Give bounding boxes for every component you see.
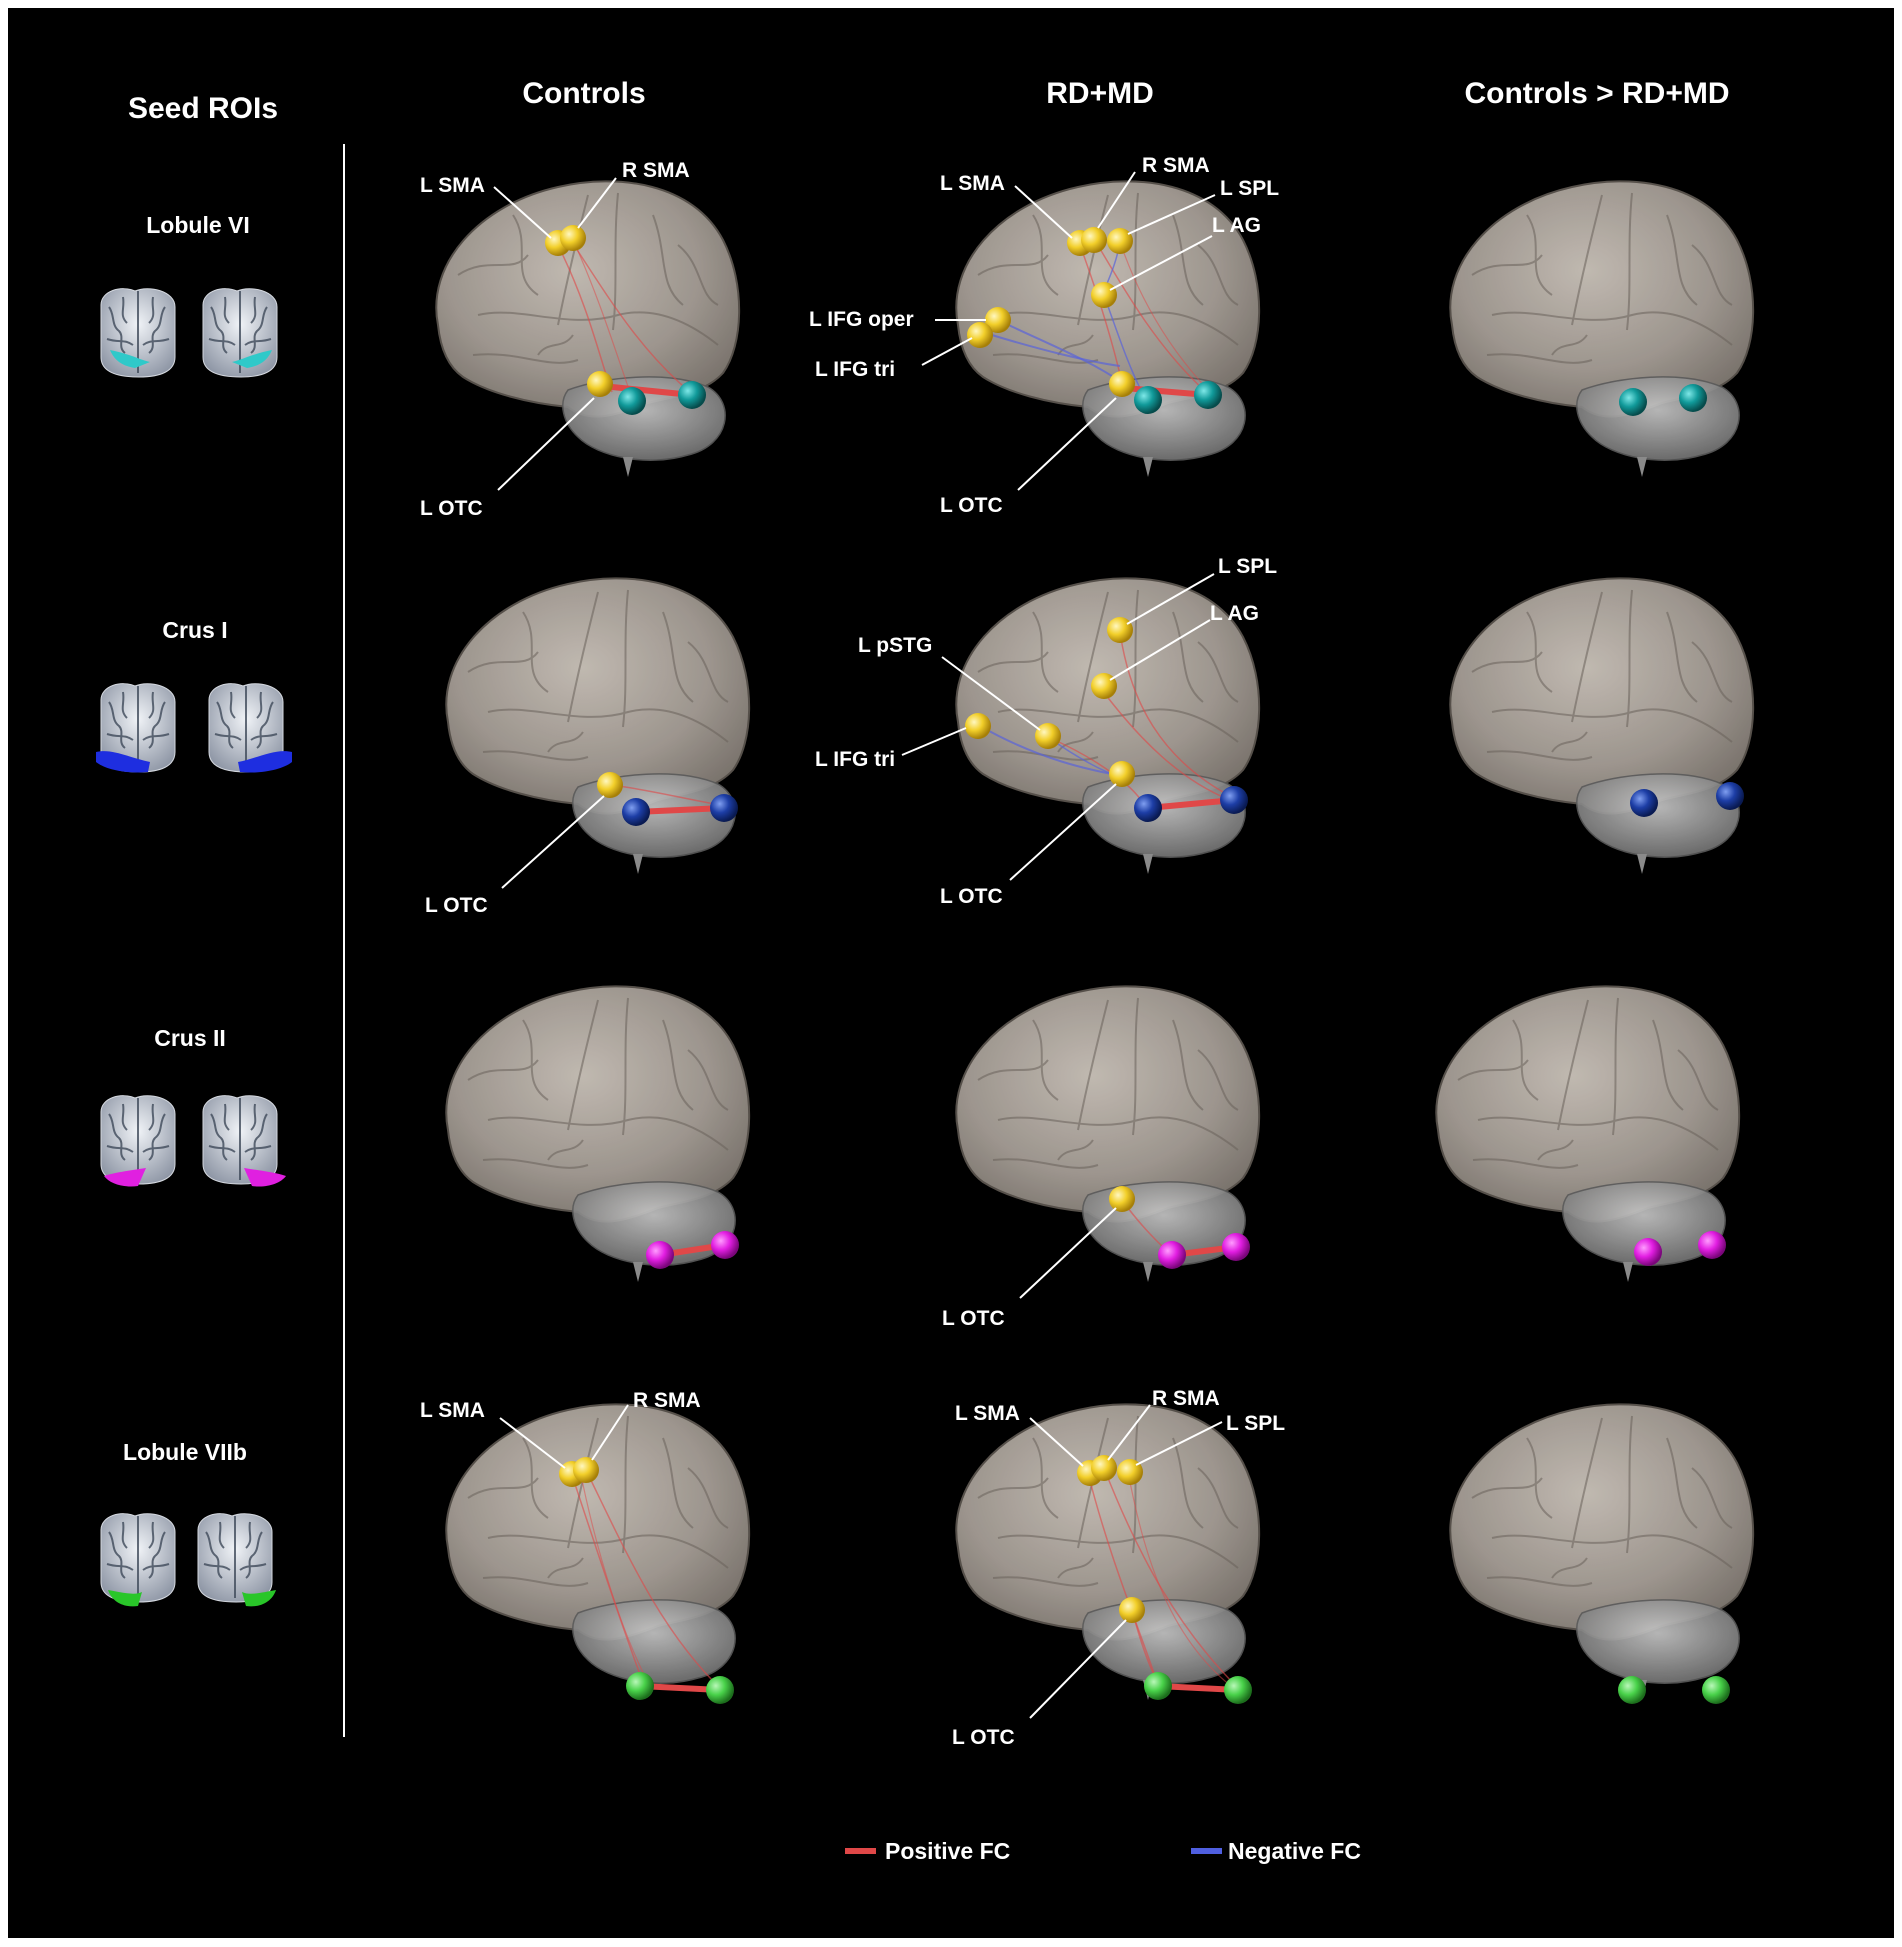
seed-node-right bbox=[1698, 1231, 1726, 1259]
seed-label-crus-ii: Crus II bbox=[154, 1025, 226, 1051]
positive-fc-line bbox=[601, 383, 693, 398]
seed-node-left bbox=[1144, 1672, 1172, 1700]
seed-label-crus-i: Crus I bbox=[162, 617, 227, 643]
brain-r4-diff bbox=[1449, 1403, 1755, 1704]
node-l-ifg-tri bbox=[965, 713, 991, 739]
seed-node-left bbox=[1134, 794, 1162, 822]
node-l-otc bbox=[1119, 1597, 1145, 1623]
seed-node-left bbox=[618, 387, 646, 415]
header-rdmd: RD+MD bbox=[1046, 77, 1154, 110]
header-seed-rois: Seed ROIs bbox=[128, 92, 278, 125]
seed-node-left bbox=[1630, 789, 1658, 817]
node-l-otc bbox=[1109, 761, 1135, 787]
seed-node-right bbox=[678, 381, 706, 409]
label-l-otc: L OTC bbox=[940, 494, 1003, 517]
brain-r2-diff bbox=[1449, 577, 1755, 875]
seed-node-right bbox=[1194, 381, 1222, 409]
brain-r3-controls bbox=[445, 985, 751, 1283]
header-controls-gt-rdmd: Controls > RD+MD bbox=[1464, 77, 1729, 110]
seed-roi-lobule-viib bbox=[100, 1512, 276, 1607]
label-l-ifg-tri: L IFG tri bbox=[815, 748, 895, 771]
seed-node-right bbox=[711, 1231, 739, 1259]
label-r-sma: R SMA bbox=[633, 1389, 701, 1412]
seed-node-left bbox=[1619, 388, 1647, 416]
label-r-sma: R SMA bbox=[622, 159, 690, 182]
label-r-sma: R SMA bbox=[1142, 154, 1210, 177]
node-r-sma bbox=[1081, 227, 1107, 253]
label-r-sma: R SMA bbox=[1152, 1387, 1220, 1410]
node-l-spl bbox=[1107, 617, 1133, 643]
brain-r2-controls: L OTC bbox=[425, 577, 751, 917]
label-l-otc: L OTC bbox=[940, 885, 1003, 908]
node-l-ifg-tri bbox=[967, 322, 993, 348]
node-l-otc bbox=[1109, 371, 1135, 397]
brain-r1-controls: L SMA R SMA L OTC bbox=[420, 159, 741, 520]
positive-fc-line bbox=[635, 805, 725, 815]
seed-node-right bbox=[1679, 384, 1707, 412]
label-l-ifg-tri: L IFG tri bbox=[815, 358, 895, 381]
seed-node-left bbox=[1158, 1241, 1186, 1269]
node-l-otc bbox=[1109, 1186, 1135, 1212]
header-controls: Controls bbox=[522, 77, 645, 110]
label-l-sma: L SMA bbox=[940, 172, 1005, 195]
seed-node-left bbox=[622, 798, 650, 826]
node-l-spl bbox=[1107, 228, 1133, 254]
seed-label-lobule-vi: Lobule VI bbox=[146, 212, 250, 238]
label-l-sma: L SMA bbox=[420, 1399, 485, 1422]
label-l-otc: L OTC bbox=[420, 497, 483, 520]
label-l-sma: L SMA bbox=[420, 174, 485, 197]
seed-node-right bbox=[1224, 1676, 1252, 1704]
seed-roi-lobule-vi bbox=[100, 287, 278, 378]
positive-fc-line bbox=[1147, 797, 1235, 811]
seed-node-left bbox=[626, 1672, 654, 1700]
label-l-spl: L SPL bbox=[1226, 1412, 1285, 1435]
label-l-ag: L AG bbox=[1210, 602, 1259, 625]
label-l-sma: L SMA bbox=[955, 1402, 1020, 1425]
label-l-spl: L SPL bbox=[1218, 555, 1277, 578]
brain-r1-rdmd: L SMA R SMA L SPL L AG L IFG oper L IFG … bbox=[809, 154, 1279, 517]
brain-r2-rdmd: L SPL L AG L pSTG L IFG tri L OTC bbox=[815, 555, 1277, 908]
seed-node-left bbox=[646, 1241, 674, 1269]
label-l-spl: L SPL bbox=[1220, 177, 1279, 200]
brain-r1-diff bbox=[1449, 180, 1755, 478]
label-l-otc: L OTC bbox=[425, 894, 488, 917]
seed-roi-crus-ii bbox=[100, 1094, 286, 1187]
seed-label-lobule-viib: Lobule VIIb bbox=[123, 1439, 247, 1465]
brain-r4-rdmd: L SMA R SMA L SPL L OTC bbox=[952, 1387, 1285, 1749]
seed-node-left bbox=[1634, 1238, 1662, 1266]
label-l-ag: L AG bbox=[1212, 214, 1261, 237]
legend-negative-label: Negative FC bbox=[1228, 1838, 1361, 1864]
brain-r4-controls: L SMA R SMA bbox=[420, 1389, 751, 1704]
label-l-pstg: L pSTG bbox=[858, 634, 932, 657]
node-l-otc bbox=[597, 772, 623, 798]
node-l-otc bbox=[587, 371, 613, 397]
legend: Positive FC Negative FC bbox=[845, 1838, 1361, 1864]
seed-node-right bbox=[1716, 782, 1744, 810]
positive-fc-line bbox=[1123, 385, 1209, 398]
node-l-ag bbox=[1091, 673, 1117, 699]
node-r-sma bbox=[560, 225, 586, 251]
label-l-otc: L OTC bbox=[952, 1726, 1015, 1749]
seed-roi-crus-i bbox=[96, 682, 292, 773]
node-l-pstg bbox=[1035, 723, 1061, 749]
seed-node-left bbox=[1134, 386, 1162, 414]
node-r-sma bbox=[1091, 1455, 1117, 1481]
node-l-ag bbox=[1091, 282, 1117, 308]
label-l-otc: L OTC bbox=[942, 1307, 1005, 1330]
brain-r3-rdmd: L OTC bbox=[942, 985, 1261, 1330]
legend-positive-label: Positive FC bbox=[885, 1838, 1010, 1864]
brain-r3-diff bbox=[1435, 985, 1741, 1283]
node-r-sma bbox=[573, 1457, 599, 1483]
seed-node-right bbox=[706, 1676, 734, 1704]
seed-node-right bbox=[1702, 1676, 1730, 1704]
seed-node-right bbox=[1222, 1233, 1250, 1261]
seed-node-right bbox=[710, 794, 738, 822]
seed-node-right bbox=[1220, 786, 1248, 814]
label-l-ifg-oper: L IFG oper bbox=[809, 308, 914, 331]
seed-node-left bbox=[1618, 1676, 1646, 1704]
